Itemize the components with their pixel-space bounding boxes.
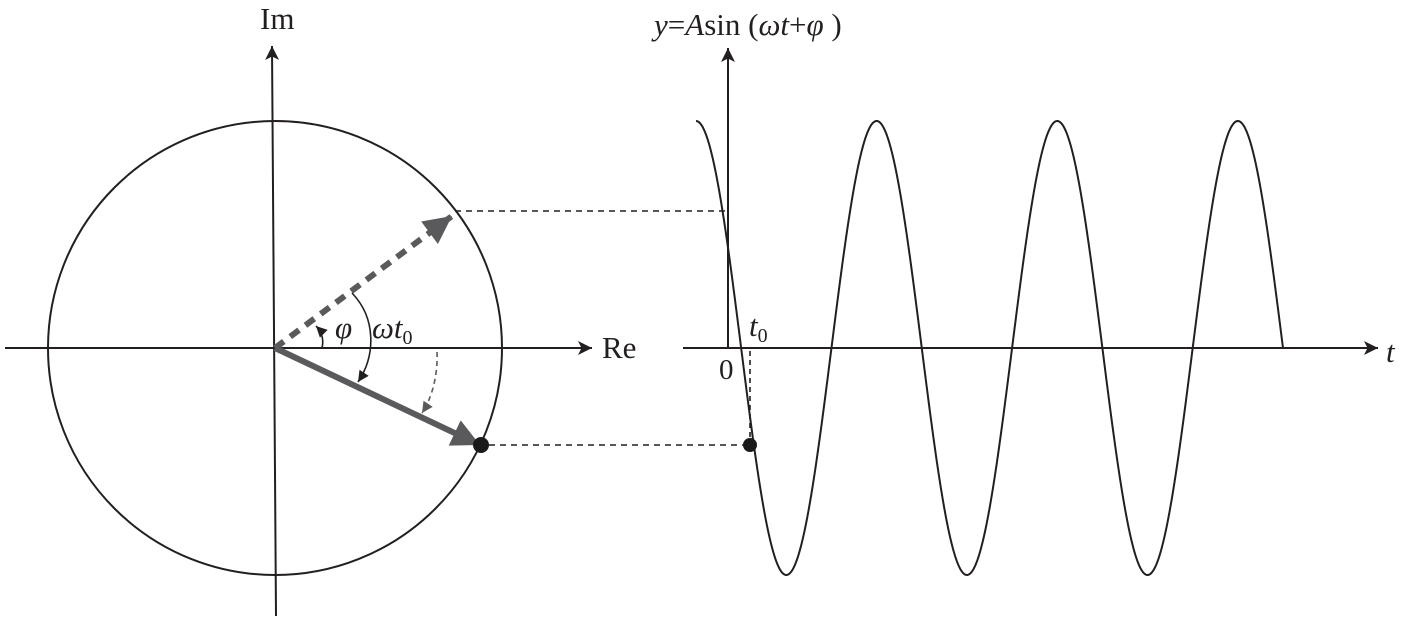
phi-angle-label: φ (335, 310, 352, 345)
rotation-dashed-arc (421, 351, 438, 414)
re-axis-label: Re (602, 330, 636, 365)
im-axis-line (265, 45, 280, 617)
waveform-formula: y=Asin (ωt+φ ) (651, 7, 842, 42)
sine-wave-curve (695, 119, 1284, 577)
phasor-tip-point (473, 437, 489, 453)
current-phasor (273, 345, 482, 448)
phi-angle-arc (315, 325, 328, 349)
t-axis-label: t (1386, 334, 1396, 369)
im-axis-label: Im (260, 1, 294, 36)
wave-t0-point (743, 438, 757, 452)
omega-t0-angle-arc (351, 292, 372, 383)
omega-t0-label: ωt0 (372, 310, 413, 349)
initial-phasor-dashed (273, 213, 454, 351)
origin-label: 0 (719, 354, 734, 386)
t0-axis-label: t0 (749, 308, 768, 347)
